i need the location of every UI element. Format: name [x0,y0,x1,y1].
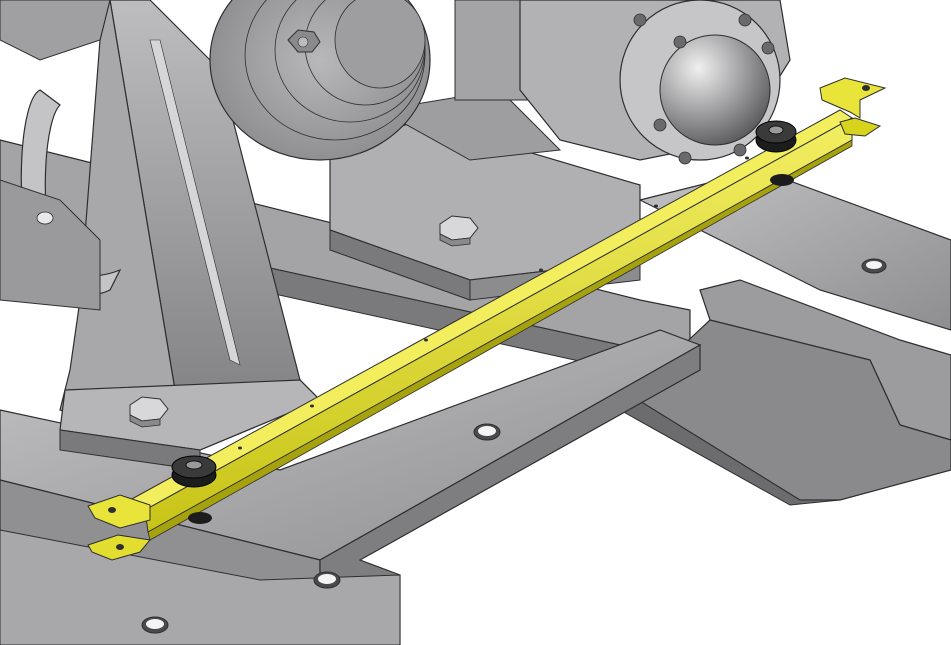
hex-bolt-icon[interactable] [439,215,479,247]
motor-housing[interactable] [519,0,791,165]
hex-bolt-icon[interactable] [287,29,321,53]
flange-bolt-icon [633,13,775,165]
rubber-mount-icon[interactable] [755,120,797,186]
bracket-holes [238,156,749,450]
rubber-mount-icon[interactable] [171,455,217,524]
hex-bolt-icon[interactable] [129,396,169,428]
lifting-handle[interactable] [0,89,122,311]
bearing-pedestal[interactable] [0,0,322,471]
sensor-bracket-bar[interactable] [87,77,887,561]
pulley-sheave[interactable] [209,0,546,161]
